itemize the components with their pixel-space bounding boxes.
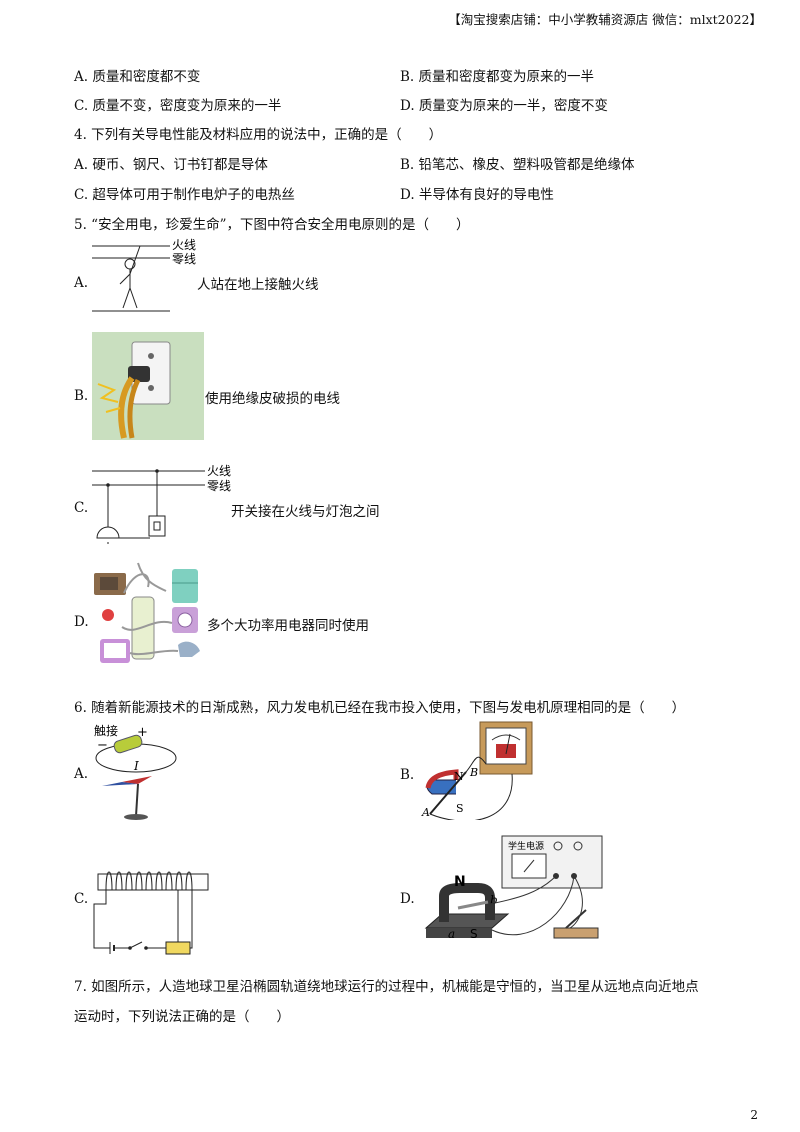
q4-option-b: B. 铅笔芯、橡皮、塑料吸管都是绝缘体 [400,157,635,173]
q5-d-label: D. [74,614,89,630]
q5-a-fire-label: 火线 [172,238,196,252]
q5-c-label: C. [74,500,89,516]
q6-a-minus-label: − [97,738,108,753]
q6-b-n-label: N [454,770,464,783]
q5-c-fire-label: 火线 [207,464,231,478]
q5-d-caption: 多个大功率用电器同时使用 [207,618,369,634]
q4-option-c: C. 超导体可用于制作电炉子的电热丝 [74,187,295,203]
q3-option-c: C. 质量不变，密度变为原来的一半 [74,98,282,114]
q5-a-figure: 火线 零线 [92,238,196,312]
q6-b-label: B. [400,767,415,783]
q5-d-figure [94,562,200,663]
q5-c-zero-label: 零线 [207,479,231,493]
q3-option-b: B. 质量和密度都变为原来的一半 [400,69,595,85]
q6-d-a-label: a [448,927,455,941]
q6-a-plus-label: + [137,725,148,740]
q4-stem: 4. 下列有关导电性能及材料应用的说法中，正确的是（ ） [74,127,443,143]
q6-d-box-label: 学生电源 [508,840,544,852]
q6-b-b-label: B [469,766,478,779]
q5-b-caption: 使用绝缘皮破损的电线 [205,391,340,407]
q6-c-figure [93,871,209,955]
q6-d-n-label: N [454,874,466,890]
q6-d-label: D. [400,891,415,907]
q6-b-s-label: S [456,802,464,815]
q5-a-zero-label: 零线 [172,252,196,266]
q6-a-current-label: I [133,759,139,773]
q5-a-label: A. [74,275,89,291]
q6-d-b-label: b [490,893,498,907]
q3-option-d: D. 质量变为原来的一半，密度不变 [400,98,608,114]
q7-line-1: 7. 如图所示，人造地球卫星沿椭圆轨道绕地球运行的过程中，机械能是守恒的，当卫星… [74,979,699,995]
q5-stem: 5. “安全用电，珍爱生命”，下图中符合安全用电原则的是（ ） [74,217,470,233]
q6-a-figure: 触接 + − I [94,723,177,820]
q6-d-s-label: S [470,927,478,941]
q3-option-a: A. 质量和密度都不变 [74,69,201,85]
q6-stem: 6. 随着新能源技术的日渐成熟，风力发电机已经在我市投入使用，下图与发电机原理相… [74,700,686,716]
q5-b-label: B. [74,388,89,404]
q4-option-a: A. 硬币、钢尺、订书钉都是导体 [74,157,268,173]
q5-b-figure [92,332,204,440]
q6-b-a-label: A [421,806,430,819]
q5-a-caption: 人站在地上接触火线 [197,277,319,293]
q7-line-2: 运动时，下列说法正确的是（ ） [74,1009,290,1025]
q4-option-d: D. 半导体有良好的导电性 [400,187,554,203]
q6-c-label: C. [74,891,89,907]
page-number: 2 [750,1108,758,1122]
q6-a-label: A. [74,766,89,782]
q5-c-figure: 火线 零线 [92,464,231,544]
q6-a-touch-label: 触接 [94,723,118,738]
page-header: 【淘宝搜索店铺：中小学教辅资源店 微信：mlxt2022】 [448,12,762,27]
q5-c-caption: 开关接在火线与灯泡之间 [231,504,380,520]
q6-d-figure: 学生电源 N S a b [424,835,603,941]
q6-b-figure: N S A B [421,721,533,820]
